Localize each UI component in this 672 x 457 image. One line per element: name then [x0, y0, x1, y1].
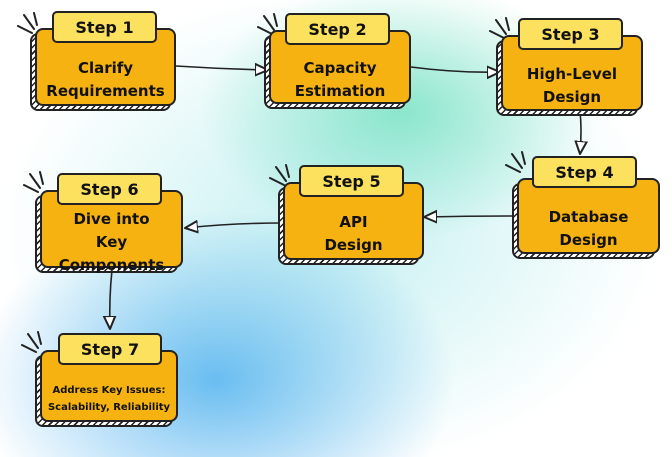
arrow-step6-to-step7 [110, 269, 112, 329]
spark-icon [505, 151, 526, 173]
step-3-description: High-Level Design [526, 65, 618, 106]
step-6-card: Dive into Key Components Step 6 [35, 173, 183, 274]
step-5-label: Step 5 [299, 165, 404, 197]
step-3-label: Step 3 [518, 18, 623, 50]
spark-icon [23, 171, 44, 193]
arrow-step5-to-step6 [185, 223, 282, 228]
step-1-card: Clarify Requirements Step 1 [30, 11, 176, 111]
arrow-step4-to-step5 [424, 216, 517, 217]
step-1-label: Step 1 [52, 11, 157, 43]
step-2-description: Capacity Estimation [294, 59, 386, 100]
step-7-description: Address Key Issues: Scalability, Reliabi… [47, 385, 171, 413]
spark-icon [21, 331, 42, 353]
step-7-label: Step 7 [58, 333, 162, 365]
spark-icon [489, 17, 510, 39]
step-1-description: Clarify Requirements [46, 59, 165, 100]
step-5-description: API Design [324, 213, 383, 254]
spark-icon [17, 12, 38, 34]
spark-icon [269, 164, 290, 186]
step-2-label: Step 2 [285, 13, 390, 45]
step-2-card: Capacity Estimation Step 2 [264, 13, 411, 109]
step-3-card: High-Level Design Step 3 [496, 18, 643, 116]
step-4-card: Database Design Step 4 [512, 156, 660, 259]
step-6-label: Step 6 [57, 173, 162, 205]
step-4-label: Step 4 [532, 156, 637, 188]
arrow-step2-to-step3 [410, 67, 500, 72]
step-7-card: Address Key Issues: Scalability, Reliabi… [35, 333, 178, 427]
arrow-step1-to-step2 [175, 66, 268, 70]
step-4-description: Database Design [548, 208, 629, 249]
step-6-description: Dive into Key Components [58, 209, 165, 274]
arrow-step3-to-step4 [580, 110, 581, 154]
step-5-card: API Design Step 5 [278, 165, 424, 265]
card-body: High-Level Design [501, 35, 643, 111]
card-body: Database Design [517, 178, 660, 254]
